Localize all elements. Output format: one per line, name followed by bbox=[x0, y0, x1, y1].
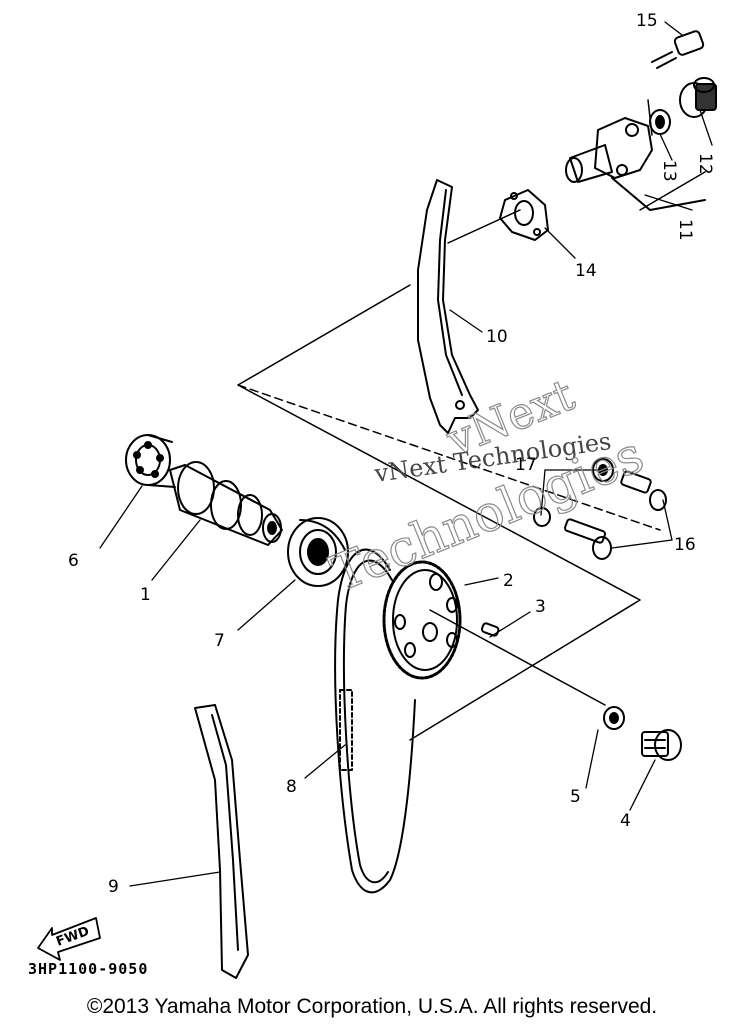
callout-16: 16 bbox=[674, 535, 696, 555]
callout-9: 9 bbox=[108, 877, 119, 897]
part-11-tensioner-assembly bbox=[565, 117, 706, 211]
part-2-cam-sprocket bbox=[382, 560, 462, 680]
callout-labels: 15 12 13 11 14 10 17 16 6 1 2 3 7 8 5 4 … bbox=[68, 11, 715, 897]
callout-3: 3 bbox=[535, 597, 546, 617]
watermark: vNext Technologies vNext Technologies bbox=[322, 369, 652, 604]
callout-6: 6 bbox=[68, 551, 79, 571]
callout-13: 13 bbox=[659, 160, 679, 182]
part-5-washer bbox=[603, 706, 625, 730]
callout-8: 8 bbox=[286, 777, 297, 797]
part-14-gasket bbox=[499, 189, 549, 241]
part-8-cam-chain bbox=[334, 548, 416, 894]
exploded-parts-diagram: FWD vNext Technologies vNext Technologie… bbox=[37, 11, 717, 979]
part-4-bolt bbox=[641, 729, 682, 761]
callout-17: 17 bbox=[515, 455, 537, 475]
part-6-bearing bbox=[125, 434, 176, 488]
callout-10: 10 bbox=[486, 327, 508, 347]
callout-12: 12 bbox=[695, 153, 715, 175]
callout-11: 11 bbox=[675, 219, 695, 241]
part-13-washer bbox=[649, 109, 671, 135]
callout-2: 2 bbox=[503, 571, 514, 591]
part-12-plug bbox=[679, 77, 717, 118]
part-1-camshaft bbox=[169, 461, 283, 546]
leader-lines bbox=[99, 21, 713, 887]
callout-15: 15 bbox=[636, 11, 658, 31]
callout-1: 1 bbox=[140, 585, 151, 605]
part-7-bearing bbox=[287, 517, 349, 587]
callout-7: 7 bbox=[214, 631, 225, 651]
fwd-direction-arrow bbox=[37, 917, 101, 961]
copyright-notice: ©2013 Yamaha Motor Corporation, U.S.A. A… bbox=[86, 995, 658, 1018]
callout-5: 5 bbox=[570, 787, 581, 807]
part-16-bolt bbox=[563, 470, 667, 560]
callout-4: 4 bbox=[620, 811, 631, 831]
part-3-dowel-pin bbox=[480, 622, 500, 637]
part-10-chain-guide-upper bbox=[417, 179, 479, 434]
part-15-bolt bbox=[651, 30, 705, 69]
part-9-chain-guide-lower bbox=[194, 704, 249, 979]
callout-14: 14 bbox=[575, 261, 597, 281]
diagram-reference-code: 3HP1100-9050 bbox=[28, 960, 149, 978]
